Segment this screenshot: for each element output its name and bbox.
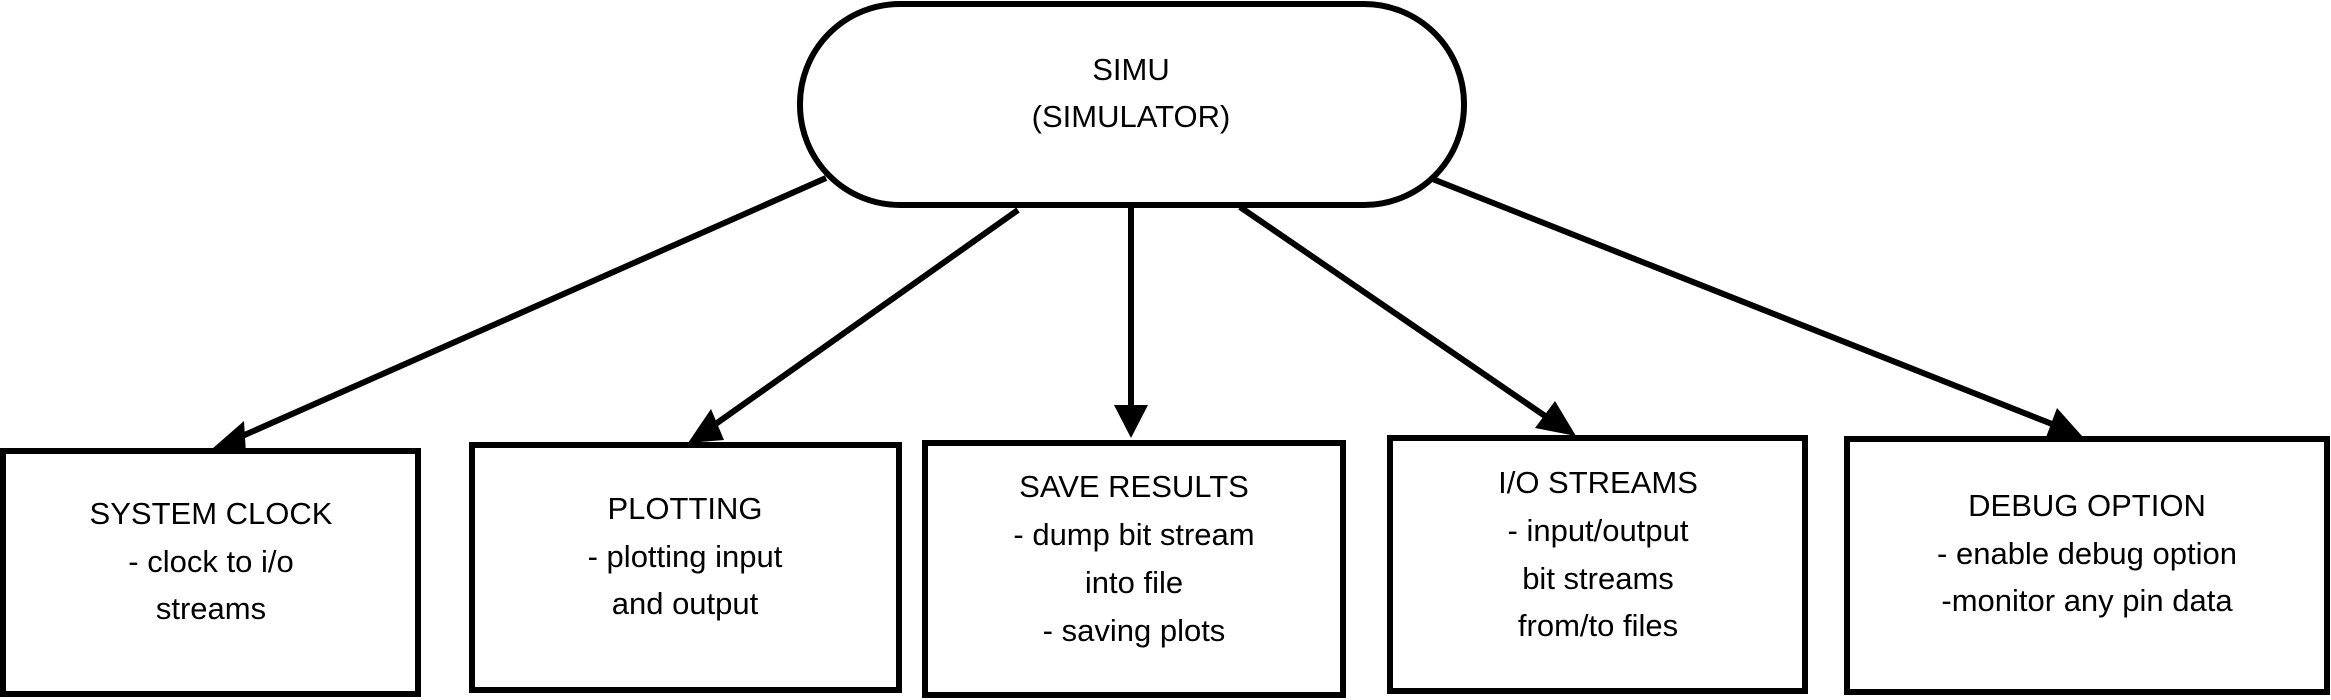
box-io-streams-title: I/O STREAMS [1498, 465, 1698, 500]
box-io-streams-frame [1387, 435, 1808, 694]
box-save-results-line: into file [1085, 565, 1183, 600]
box-io-streams-line: - input/output [1508, 513, 1689, 548]
box-debug-option-line: -monitor any pin data [1941, 583, 2233, 618]
box-system-clock-line: streams [156, 591, 266, 626]
box-debug-option-line: - enable debug option [1937, 536, 2237, 571]
edge-to-plotting [708, 207, 1020, 431]
box-save-results-frame [922, 440, 1346, 698]
box-system-clock-title: SYSTEM CLOCK [90, 496, 333, 531]
edge-to-io-streams [1238, 204, 1550, 421]
arrowhead-io-streams [1535, 401, 1576, 436]
box-io-streams-line: from/to files [1518, 608, 1678, 643]
box-plotting: PLOTTING - plotting input and output [469, 442, 902, 693]
arrowhead-debug-option [2045, 408, 2082, 440]
box-plotting-line: and output [612, 586, 759, 621]
box-system-clock-line: - clock to i/o [128, 544, 293, 579]
edges [212, 175, 2082, 454]
box-system-clock-frame [0, 448, 421, 697]
box-system-clock: SYSTEM CLOCK - clock to i/o streams [0, 448, 421, 697]
root-shape [797, 1, 1467, 208]
box-debug-option-frame [1844, 436, 2330, 695]
box-plotting-title: PLOTTING [607, 491, 762, 526]
root-title: SIMU [1092, 52, 1170, 87]
box-io-streams: I/O STREAMS - input/output bit streams f… [1387, 435, 1808, 694]
box-save-results-line: - saving plots [1043, 613, 1226, 648]
arrowhead-save-results [1114, 405, 1148, 438]
arrowhead-system-clock [212, 421, 246, 454]
edge-to-debug-option [1428, 175, 2054, 427]
box-save-results-title: SAVE RESULTS [1019, 469, 1249, 504]
box-save-results: SAVE RESULTS - dump bit stream into file… [922, 440, 1346, 698]
box-io-streams-line: bit streams [1522, 561, 1674, 596]
box-plotting-frame [469, 442, 902, 693]
root-node: SIMU (SIMULATOR) [797, 1, 1467, 208]
arrowhead-plotting [688, 409, 724, 443]
box-plotting-line: - plotting input [588, 539, 783, 574]
root-subtitle: (SIMULATOR) [1032, 99, 1231, 134]
edge-to-system-clock [238, 175, 828, 440]
box-save-results-line: - dump bit stream [1013, 517, 1254, 552]
box-debug-option-title: DEBUG OPTION [1968, 488, 2206, 523]
box-debug-option: DEBUG OPTION - enable debug option -moni… [1844, 436, 2330, 695]
